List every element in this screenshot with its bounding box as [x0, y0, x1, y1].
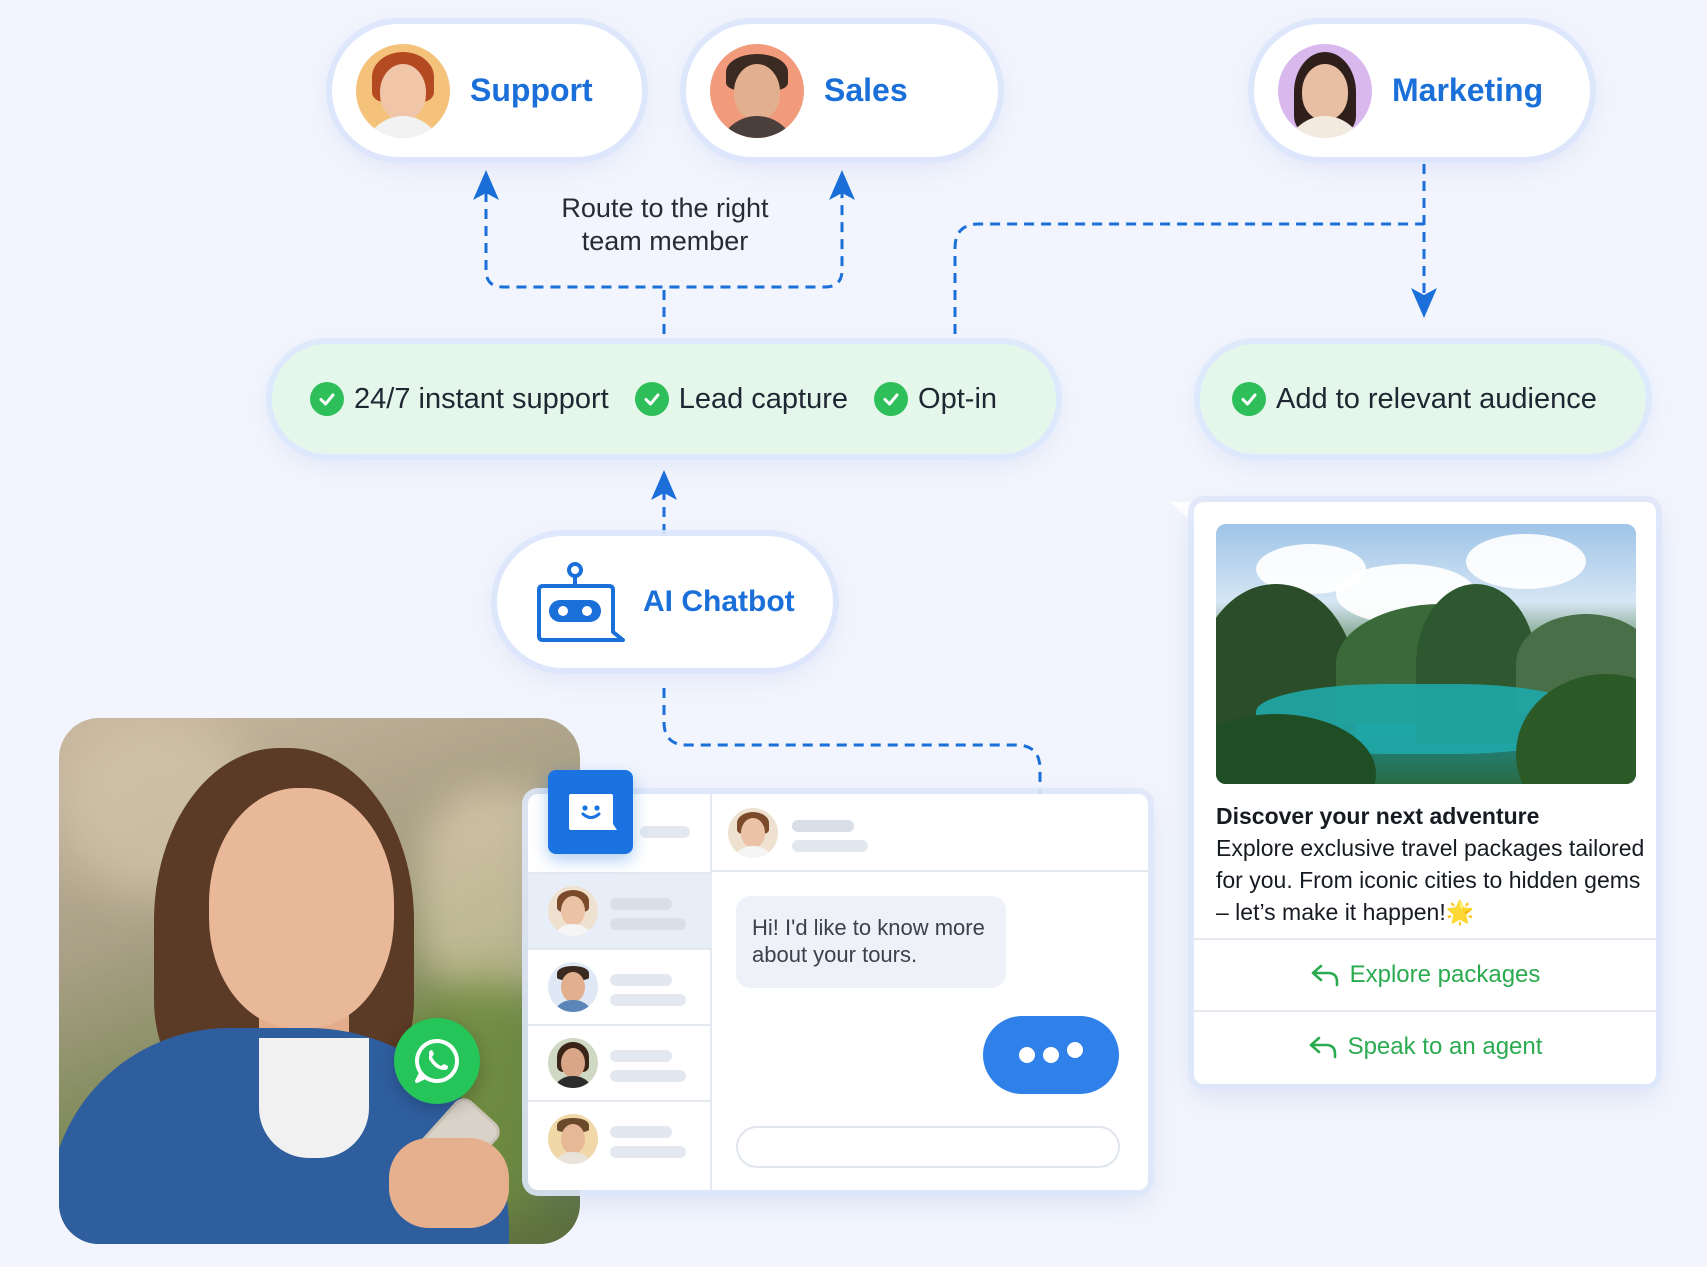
conversation-item[interactable]	[528, 872, 712, 948]
message-input[interactable]	[736, 1126, 1120, 1168]
check-icon	[634, 382, 669, 416]
arrow-to-sales	[829, 170, 855, 200]
audience-pill: Add to relevant audience	[1200, 344, 1646, 454]
feature-item-lead-capture: Lead capture	[634, 382, 849, 416]
typing-indicator	[983, 1016, 1119, 1094]
avatar	[548, 886, 598, 936]
promo-message-card: Discover your next adventure Explore exc…	[1194, 502, 1656, 1084]
team-pill-sales[interactable]: Sales	[686, 24, 998, 157]
arrow-to-audience	[1411, 288, 1437, 318]
robot-icon	[537, 562, 625, 642]
conversation-item[interactable]	[528, 1024, 712, 1100]
feature-label: Opt-in	[918, 382, 998, 415]
support-avatar	[356, 43, 450, 138]
feature-item-audience: Add to relevant audience	[1232, 382, 1597, 416]
check-icon	[1232, 382, 1266, 416]
check-icon	[874, 382, 909, 416]
team-pill-support[interactable]: Support	[332, 24, 642, 157]
avatar	[548, 1038, 598, 1088]
feature-item-opt-in: Opt-in	[874, 382, 997, 416]
team-label-support: Support	[470, 72, 593, 108]
speak-to-agent-label: Speak to an agent	[1347, 1033, 1543, 1060]
audience-label: Add to relevant audience	[1276, 382, 1597, 415]
ai-chatbot-label: AI Chatbot	[643, 585, 795, 618]
chat-window: Hi! I'd like to know more about your tou…	[528, 794, 1148, 1190]
conversation-item[interactable]	[528, 1100, 712, 1176]
conversation-list	[528, 794, 712, 1190]
arrow-to-support	[473, 170, 499, 200]
explore-packages-label: Explore packages	[1349, 961, 1541, 988]
sales-avatar	[710, 43, 804, 138]
team-pill-marketing[interactable]: Marketing	[1254, 24, 1590, 157]
promo-divider	[1194, 1010, 1656, 1012]
check-icon	[310, 382, 344, 416]
promo-divider	[1194, 938, 1656, 940]
explore-packages-button[interactable]: Explore packages	[1194, 940, 1656, 1010]
team-label-sales: Sales	[824, 72, 908, 108]
arrow-to-features	[651, 470, 677, 500]
chat-app-icon	[548, 770, 633, 854]
avatar	[548, 962, 598, 1012]
avatar	[728, 808, 778, 858]
promo-text: Discover your next adventure Explore exc…	[1216, 800, 1646, 928]
route-note: Route to the right team member	[561, 193, 769, 256]
avatar	[548, 1114, 598, 1164]
reply-arrow-icon	[1311, 964, 1338, 987]
feature-label: 24/7 instant support	[354, 382, 609, 415]
chat-header	[712, 794, 1148, 872]
team-label-marketing: Marketing	[1392, 72, 1544, 108]
features-pill: 24/7 instant support Lead capture Opt-in	[272, 344, 1056, 454]
travel-image	[1216, 524, 1636, 784]
optin-to-audience-connector	[953, 164, 1426, 334]
whatsapp-icon	[394, 1018, 480, 1104]
speak-to-agent-button[interactable]: Speak to an agent	[1194, 1012, 1656, 1082]
promo-title: Discover your next adventure	[1216, 803, 1540, 829]
ai-chatbot-pill[interactable]: AI Chatbot	[497, 536, 833, 668]
promo-card-tail	[1170, 502, 1196, 526]
reply-arrow-icon	[1309, 1036, 1336, 1059]
promo-body: Explore exclusive travel packages tailor…	[1216, 835, 1645, 925]
conversation-item[interactable]	[528, 948, 712, 1024]
feature-item-support: 24/7 instant support	[310, 382, 609, 416]
feature-label: Lead capture	[678, 382, 849, 415]
customer-photo	[59, 718, 580, 1244]
incoming-message-bubble: Hi! I'd like to know more about your tou…	[736, 896, 1006, 988]
marketing-avatar	[1278, 43, 1372, 138]
